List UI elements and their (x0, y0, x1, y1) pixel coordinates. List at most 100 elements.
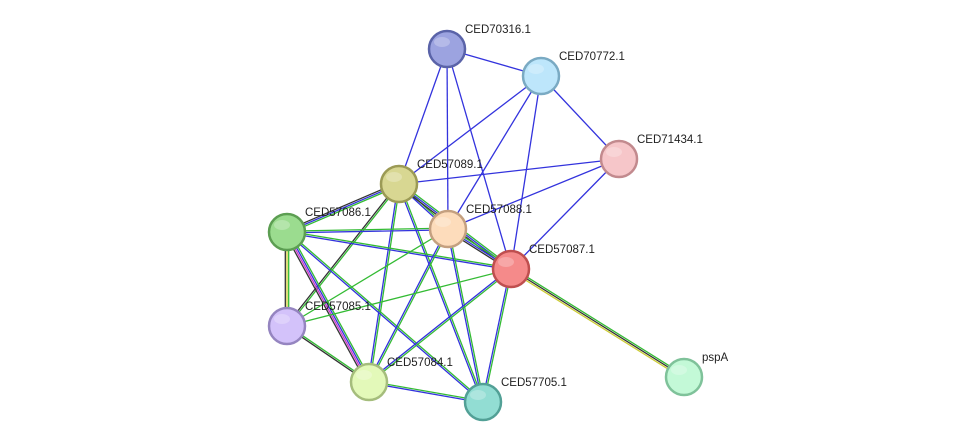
edge-ced70316-1-ced57088-1 (446, 48, 449, 230)
edge-line (398, 48, 448, 185)
node-highlight (274, 220, 290, 230)
edge-ced57089-1-ced57705-1 (397, 183, 485, 403)
node-label: CED57085.1 (305, 301, 371, 313)
edge-ced57086-1-ced57084-1 (284, 230, 372, 384)
edge-ced71434-1-ced57089-1 (398, 158, 620, 185)
node-ced57085-1[interactable]: CED57085.1 (267, 301, 371, 346)
edge-line (397, 184, 483, 403)
edge-line (284, 232, 368, 384)
edge-ced57087-1-pspa (509, 267, 686, 379)
edge-line (367, 183, 399, 382)
node-circle[interactable] (428, 209, 468, 249)
node-highlight (434, 37, 450, 47)
edge-line (368, 267, 511, 382)
node-ced57705-1[interactable]: CED57705.1 (463, 377, 567, 422)
edge-line (448, 228, 485, 402)
edge-ced57089-1-ced57084-1 (367, 183, 401, 383)
node-highlight (435, 217, 451, 227)
edge-ced70316-1-ced57089-1 (398, 48, 448, 185)
node-circle[interactable] (599, 139, 639, 179)
edge-line (286, 232, 483, 404)
edge-line (367, 228, 448, 382)
node-highlight (356, 370, 372, 380)
edge-ced70772-1-ced57088-1 (447, 75, 542, 230)
node-circle[interactable] (379, 164, 419, 204)
node-ced57084-1[interactable]: CED57084.1 (349, 357, 453, 402)
edge-line (510, 268, 685, 378)
node-label: CED57088.1 (466, 204, 532, 216)
node-ced57086-1[interactable]: CED57086.1 (267, 207, 371, 252)
edge-line (399, 183, 485, 402)
edge-line (368, 382, 483, 404)
node-circle[interactable] (463, 382, 503, 422)
node-label: pspA (702, 352, 729, 364)
edge-ced57088-1-ced57085-1 (286, 228, 449, 327)
edge-line (511, 267, 686, 377)
node-label: CED70772.1 (559, 51, 625, 63)
node-highlight (470, 390, 486, 400)
edge-ced57088-1-ced57084-1 (367, 228, 450, 383)
edge-line (369, 269, 512, 384)
edge-line (369, 229, 450, 383)
node-label: CED57086.1 (305, 207, 371, 219)
node-ced71434-1[interactable]: CED71434.1 (599, 134, 703, 179)
node-highlight (528, 64, 544, 74)
edge-line (287, 229, 449, 234)
edge-line (286, 227, 448, 232)
node-ced70772-1[interactable]: CED70772.1 (521, 51, 625, 96)
edge-ced70772-1-ced57089-1 (398, 75, 542, 185)
node-circle[interactable] (427, 29, 467, 69)
edge-line (481, 268, 511, 402)
edge-line (287, 230, 512, 269)
edge-line (447, 158, 620, 230)
edge-line (287, 184, 401, 327)
node-ced70316-1[interactable]: CED70316.1 (427, 24, 531, 69)
edge-ced57087-1-ced57085-1 (286, 268, 512, 327)
edge-line (483, 269, 513, 403)
edge-ced57086-1-ced57087-1 (286, 230, 512, 271)
edge-ced57088-1-ced57705-1 (446, 228, 485, 403)
edge-ced70316-1-ced57087-1 (446, 48, 512, 270)
node-circle[interactable] (521, 56, 561, 96)
node-highlight (386, 172, 402, 182)
edge-line (287, 184, 400, 235)
node-ced57089-1[interactable]: CED57089.1 (379, 159, 483, 204)
node-label: CED70316.1 (465, 24, 531, 36)
edge-line (286, 228, 449, 327)
nodes-layer: CED70316.1CED70772.1CED71434.1CED57089.1… (267, 24, 729, 422)
node-ced57087-1[interactable]: CED57087.1 (491, 244, 595, 289)
node-pspa[interactable]: pspA (664, 352, 729, 397)
edge-line (446, 48, 449, 230)
node-circle[interactable] (664, 357, 704, 397)
edge-line (369, 380, 484, 402)
edge-ced57086-1-ced57705-1 (286, 230, 484, 404)
edge-line (447, 75, 542, 230)
edge-line (369, 184, 401, 383)
edge-line (398, 75, 542, 185)
node-circle[interactable] (267, 212, 307, 252)
edge-line (398, 158, 620, 185)
node-label: CED57084.1 (387, 357, 453, 369)
node-label: CED71434.1 (637, 134, 703, 146)
edge-ced57087-1-ced57084-1 (368, 267, 512, 384)
edge-ced57089-1-ced57085-1 (285, 183, 401, 327)
node-highlight (498, 257, 514, 267)
edge-line (509, 269, 684, 379)
node-circle[interactable] (349, 362, 389, 402)
edge-line (287, 231, 371, 382)
node-ced57088-1[interactable]: CED57088.1 (428, 204, 532, 249)
edge-ced70772-1-ced57087-1 (510, 75, 542, 270)
node-circle[interactable] (267, 306, 307, 346)
edges-layer (284, 48, 686, 404)
edge-line (286, 232, 511, 271)
edge-ced57084-1-ced57705-1 (368, 380, 484, 404)
edge-ced71434-1-ced57087-1 (510, 158, 620, 270)
node-label: CED57705.1 (501, 377, 567, 389)
edge-ced57089-1-ced57086-1 (286, 181, 400, 235)
node-circle[interactable] (491, 249, 531, 289)
edge-ced57087-1-ced57705-1 (481, 268, 513, 403)
node-highlight (274, 314, 290, 324)
edge-line (285, 232, 369, 383)
edge-line (510, 158, 620, 270)
